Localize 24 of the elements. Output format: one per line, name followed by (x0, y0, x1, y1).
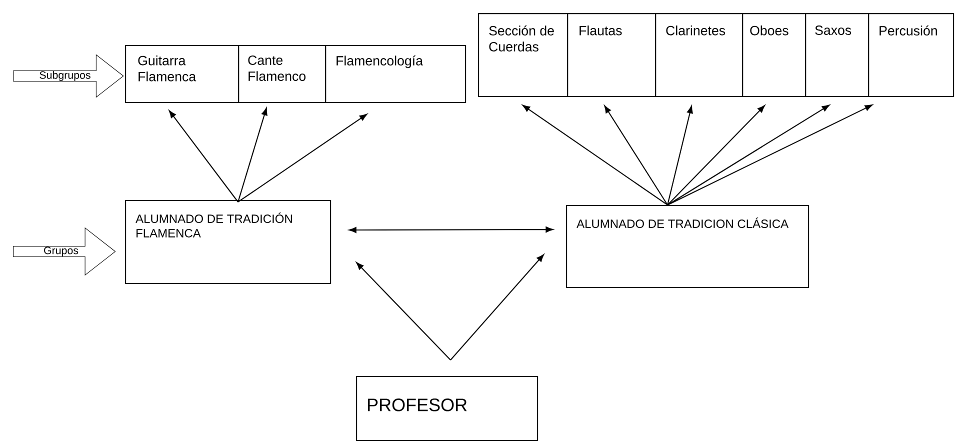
arrow (238, 108, 268, 202)
arrow (667, 104, 872, 206)
arrow (667, 106, 693, 206)
arrow (667, 104, 830, 206)
text-box: ALUMNADO DE TRADICION CLÁSICA (566, 205, 810, 288)
text-box: ALUMNADO DE TRADICIÓN FLAMENCA (125, 200, 332, 284)
text-box: Oboes (742, 13, 806, 98)
arrow (238, 114, 368, 202)
text-box: Flamencología (325, 45, 466, 104)
text-box: Sección de Cuerdas (478, 13, 568, 98)
arrow (522, 104, 668, 206)
arrow (604, 105, 668, 206)
arrow (667, 105, 765, 206)
arrow (348, 226, 554, 233)
text-box: Guitarra Flamenca (125, 45, 240, 104)
text-box: Percusión (868, 13, 954, 98)
arrow (450, 254, 544, 360)
text-box: Flautas (567, 13, 656, 98)
text-box: Cante Flamenco (238, 45, 326, 104)
arrow (356, 262, 451, 360)
text-box: PROFESOR (356, 376, 538, 441)
arrow (168, 110, 238, 202)
text-box: Saxos (805, 13, 870, 98)
text-box: Clarinetes (655, 13, 744, 98)
